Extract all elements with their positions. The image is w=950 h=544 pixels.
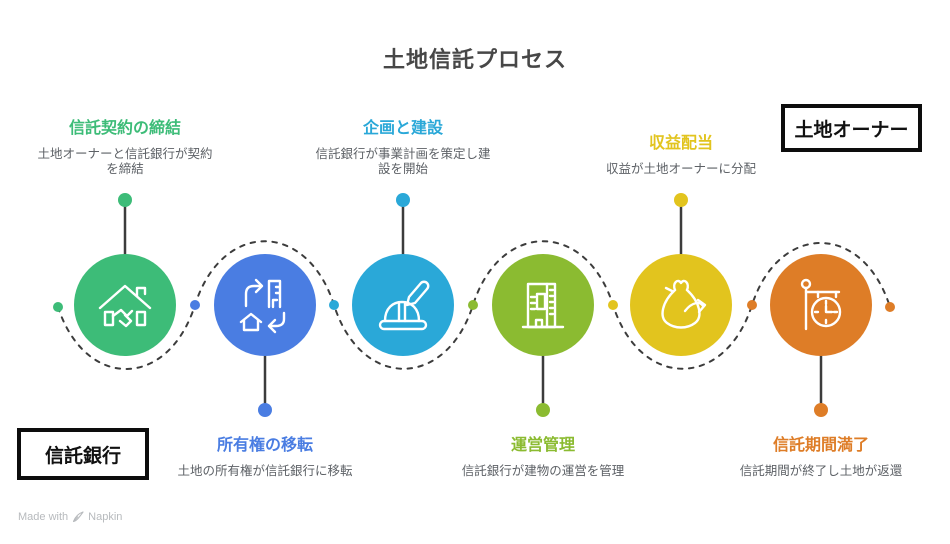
- step-6-description: 信託期間が終了し土地が返還: [739, 464, 903, 478]
- step-2-label: 所有権の移転 土地の所有権が信託銀行に移転: [145, 431, 385, 480]
- step-5-description: 収益が土地オーナーに分配: [605, 162, 756, 177]
- step-4-description: 信託銀行が建物の運営を管理: [461, 464, 625, 478]
- watermark: Made with Napkin: [18, 511, 122, 523]
- step-1-circle: [74, 254, 176, 356]
- step-6-circle: [770, 254, 872, 356]
- napkin-quill-icon: [73, 511, 84, 523]
- path-dot-3-4: [468, 300, 478, 310]
- trust-bank-box: 信託銀行: [17, 428, 149, 480]
- step-6-title: 信託期間満了: [772, 437, 869, 454]
- path-dot-2-3: [329, 300, 339, 310]
- money-bag-icon: [661, 279, 707, 329]
- step-4-label: 運営管理 信託銀行が建物の運営を管理: [423, 431, 663, 480]
- step-5-circle: [630, 254, 732, 356]
- ownership-swap-icon: [239, 278, 286, 334]
- step-1-label: 信託契約の締結 土地オーナーと信託銀行が契約 を締結: [5, 114, 245, 178]
- step-5-label: 収益配当 収益が土地オーナーに分配: [561, 129, 801, 178]
- step-3-stem-dot: [396, 193, 410, 207]
- land-owner-label: 土地オーナー: [794, 119, 909, 141]
- step-3-label: 企画と建設 信託銀行が事業計画を策定し建 設を開始: [283, 114, 523, 178]
- step-2-title: 所有権の移転: [216, 437, 313, 454]
- step-3-title: 企画と建設: [362, 119, 443, 137]
- step-4-title: 運営管理: [510, 437, 575, 454]
- hardhat-pencil-icon: [378, 280, 430, 331]
- step-5-stem-dot: [674, 193, 688, 207]
- watermark-brand: Napkin: [88, 511, 123, 523]
- step-1-title: 信託契約の締結: [68, 119, 181, 137]
- step-4-circle: [492, 254, 594, 356]
- step-2-circle: [214, 254, 316, 356]
- step-4-stem-dot: [536, 403, 550, 417]
- land-owner-box: 土地オーナー: [781, 104, 922, 152]
- trust-bank-label: 信託銀行: [44, 445, 121, 467]
- path-dot-end: [885, 302, 895, 312]
- house-handshake-icon: [98, 284, 152, 328]
- step-6-label: 信託期間満了 信託期間が終了し土地が返還: [701, 431, 941, 480]
- step-2-stem-dot: [258, 403, 272, 417]
- step-3-circle: [352, 254, 454, 356]
- step-3-description: 信託銀行が事業計画を策定し建 設を開始: [315, 146, 491, 177]
- step-6-stem-dot: [814, 403, 828, 417]
- step-1-description: 土地オーナーと信託銀行が契約 を締結: [37, 146, 213, 177]
- path-dot-start: [53, 302, 63, 312]
- path-dot-4-5: [608, 300, 618, 310]
- path-dot-1-2: [190, 300, 200, 310]
- building-icon: [521, 282, 565, 329]
- watermark-text: Made with: [18, 511, 69, 523]
- page-title: 土地信託プロセス: [382, 47, 567, 72]
- step-1-stem-dot: [118, 193, 132, 207]
- step-2-description: 土地の所有権が信託銀行に移転: [177, 464, 353, 478]
- step-5-title: 収益配当: [648, 135, 713, 153]
- street-clock-icon: [800, 278, 842, 331]
- path-dot-5-6: [747, 300, 757, 310]
